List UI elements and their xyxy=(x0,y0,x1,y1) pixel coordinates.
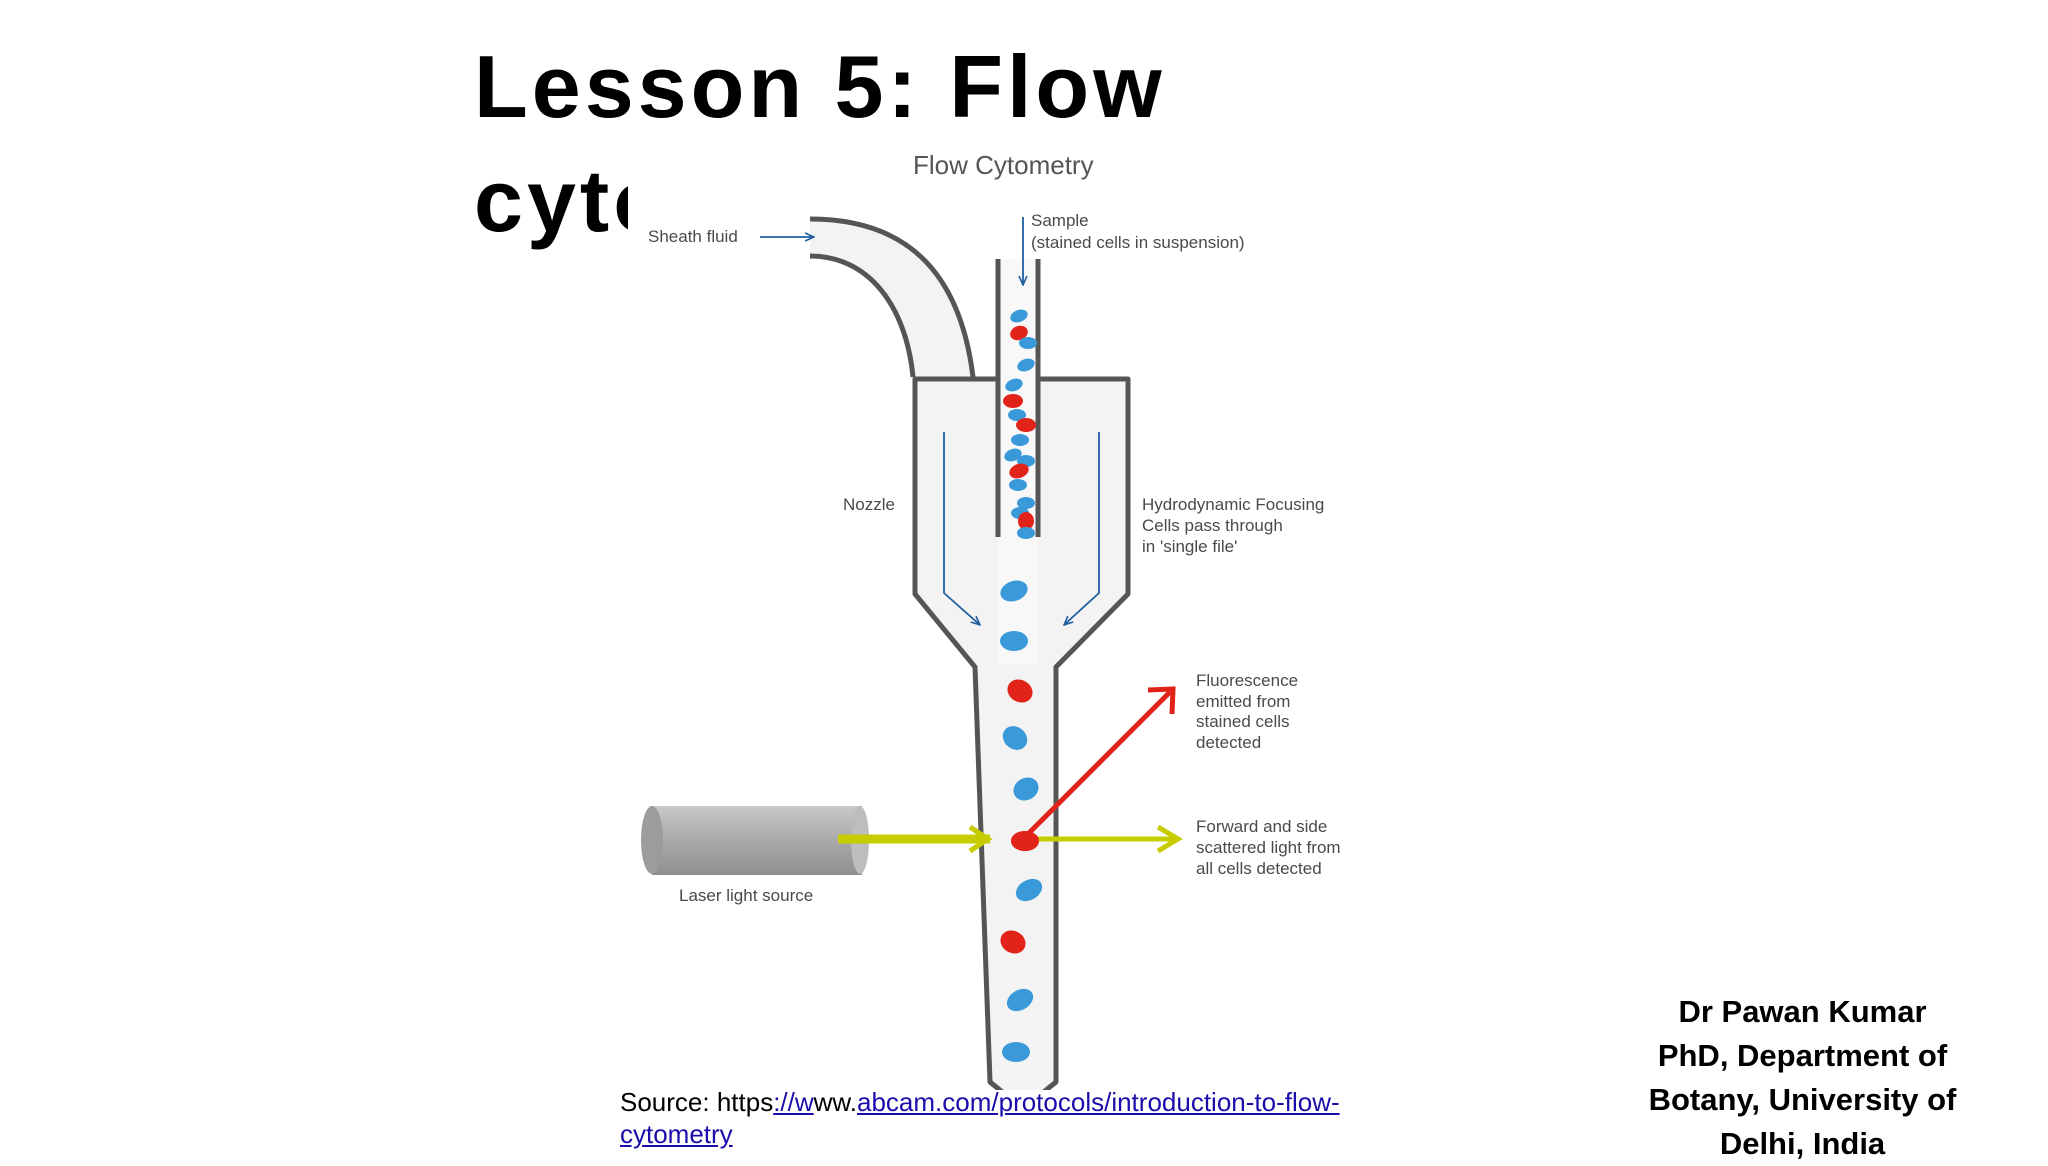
cell-red-interrogated xyxy=(1011,831,1039,851)
label-fluorescence-line3: stained cells xyxy=(1196,712,1290,731)
cell-blue xyxy=(1005,378,1023,392)
label-fluorescence-line2: emitted from xyxy=(1196,692,1290,711)
label-fluorescence-line1: Fluorescence xyxy=(1196,671,1298,690)
cell-blue xyxy=(1004,448,1022,462)
sheath-pipe-outer xyxy=(809,216,976,378)
diagram-canvas: Flow Cytometry xyxy=(641,150,1341,1090)
cell-blue xyxy=(1017,527,1035,539)
label-focus-line3: in 'single file' xyxy=(1142,537,1237,556)
laser-body xyxy=(652,806,862,875)
cell-blue xyxy=(1002,1042,1030,1062)
label-scatter-line1: Forward and side xyxy=(1196,817,1327,836)
laser-beam-arrowhead xyxy=(968,824,993,854)
cell-blue xyxy=(1017,497,1035,509)
cell-red xyxy=(1003,394,1023,408)
source-citation: Source: https://www.abcam.com/protocols/… xyxy=(620,1086,1380,1150)
cell-red xyxy=(1000,930,1026,954)
cell-blue xyxy=(1006,988,1034,1012)
source-middle: ww. xyxy=(813,1087,857,1117)
cell-red xyxy=(1007,679,1033,703)
figure-title: Flow Cytometry xyxy=(913,150,1094,180)
focus-flow-right xyxy=(1064,432,1100,625)
laser-light-source xyxy=(641,806,869,875)
label-laser-source: Laser light source xyxy=(679,886,813,905)
laser-back-cap xyxy=(641,806,663,874)
cell-red xyxy=(1010,325,1028,341)
fluorescence-arrow xyxy=(1024,690,1172,838)
cell-blue xyxy=(1019,337,1037,349)
cell-red xyxy=(1016,418,1036,432)
label-nozzle: Nozzle xyxy=(843,495,895,514)
cell-blue xyxy=(1000,631,1028,651)
author-name: Dr Pawan Kumar xyxy=(1678,994,1927,1029)
flow-cytometry-diagram: Flow Cytometry xyxy=(628,135,1388,1090)
label-focus-line1: Hydrodynamic Focusing xyxy=(1142,495,1324,514)
label-sheath-fluid: Sheath fluid xyxy=(648,227,738,246)
author-credit: Dr Pawan Kumar PhD, Department of Botany… xyxy=(1600,990,2005,1166)
label-focus-line2: Cells pass through xyxy=(1142,516,1283,535)
cell-red xyxy=(1018,512,1034,530)
label-scatter-line3: all cells detected xyxy=(1196,859,1322,878)
author-location: Delhi, India xyxy=(1719,1126,1886,1161)
sheath-pipe-fill xyxy=(810,219,973,377)
author-degree: PhD, Department of xyxy=(1657,1038,1948,1073)
source-link-part2[interactable]: abcam.com/protocols/introduction-to-flow… xyxy=(857,1087,1340,1117)
cell-red xyxy=(1009,463,1029,479)
cell-blue xyxy=(1015,878,1043,902)
focus-flow-left xyxy=(943,432,980,625)
label-sample-detail: (stained cells in suspension) xyxy=(1031,233,1245,252)
scatter-arrowhead xyxy=(1156,824,1183,854)
source-link-part3[interactable]: cytometry xyxy=(620,1119,733,1149)
sample-cells xyxy=(1003,309,1037,539)
source-link-part1[interactable]: ://w xyxy=(773,1087,814,1117)
cell-blue xyxy=(1013,777,1039,801)
label-scatter-line2: scattered light from xyxy=(1196,838,1341,857)
sheath-pipe-inner xyxy=(809,253,916,378)
label-fluorescence-line4: detected xyxy=(1196,733,1261,752)
source-prefix: Source: https xyxy=(620,1087,774,1117)
label-sample: Sample xyxy=(1031,211,1089,230)
fluorescence-arrowhead xyxy=(1147,686,1176,715)
cell-blue xyxy=(1009,479,1027,491)
author-department: Botany, University of xyxy=(1648,1082,1957,1117)
single-file-cells xyxy=(1000,580,1043,1062)
cell-blue xyxy=(1011,434,1029,446)
cell-blue xyxy=(1010,309,1028,323)
cell-blue xyxy=(1008,409,1026,421)
cell-blue xyxy=(1002,726,1028,750)
cell-blue xyxy=(1000,580,1028,602)
cell-blue xyxy=(1017,358,1035,372)
